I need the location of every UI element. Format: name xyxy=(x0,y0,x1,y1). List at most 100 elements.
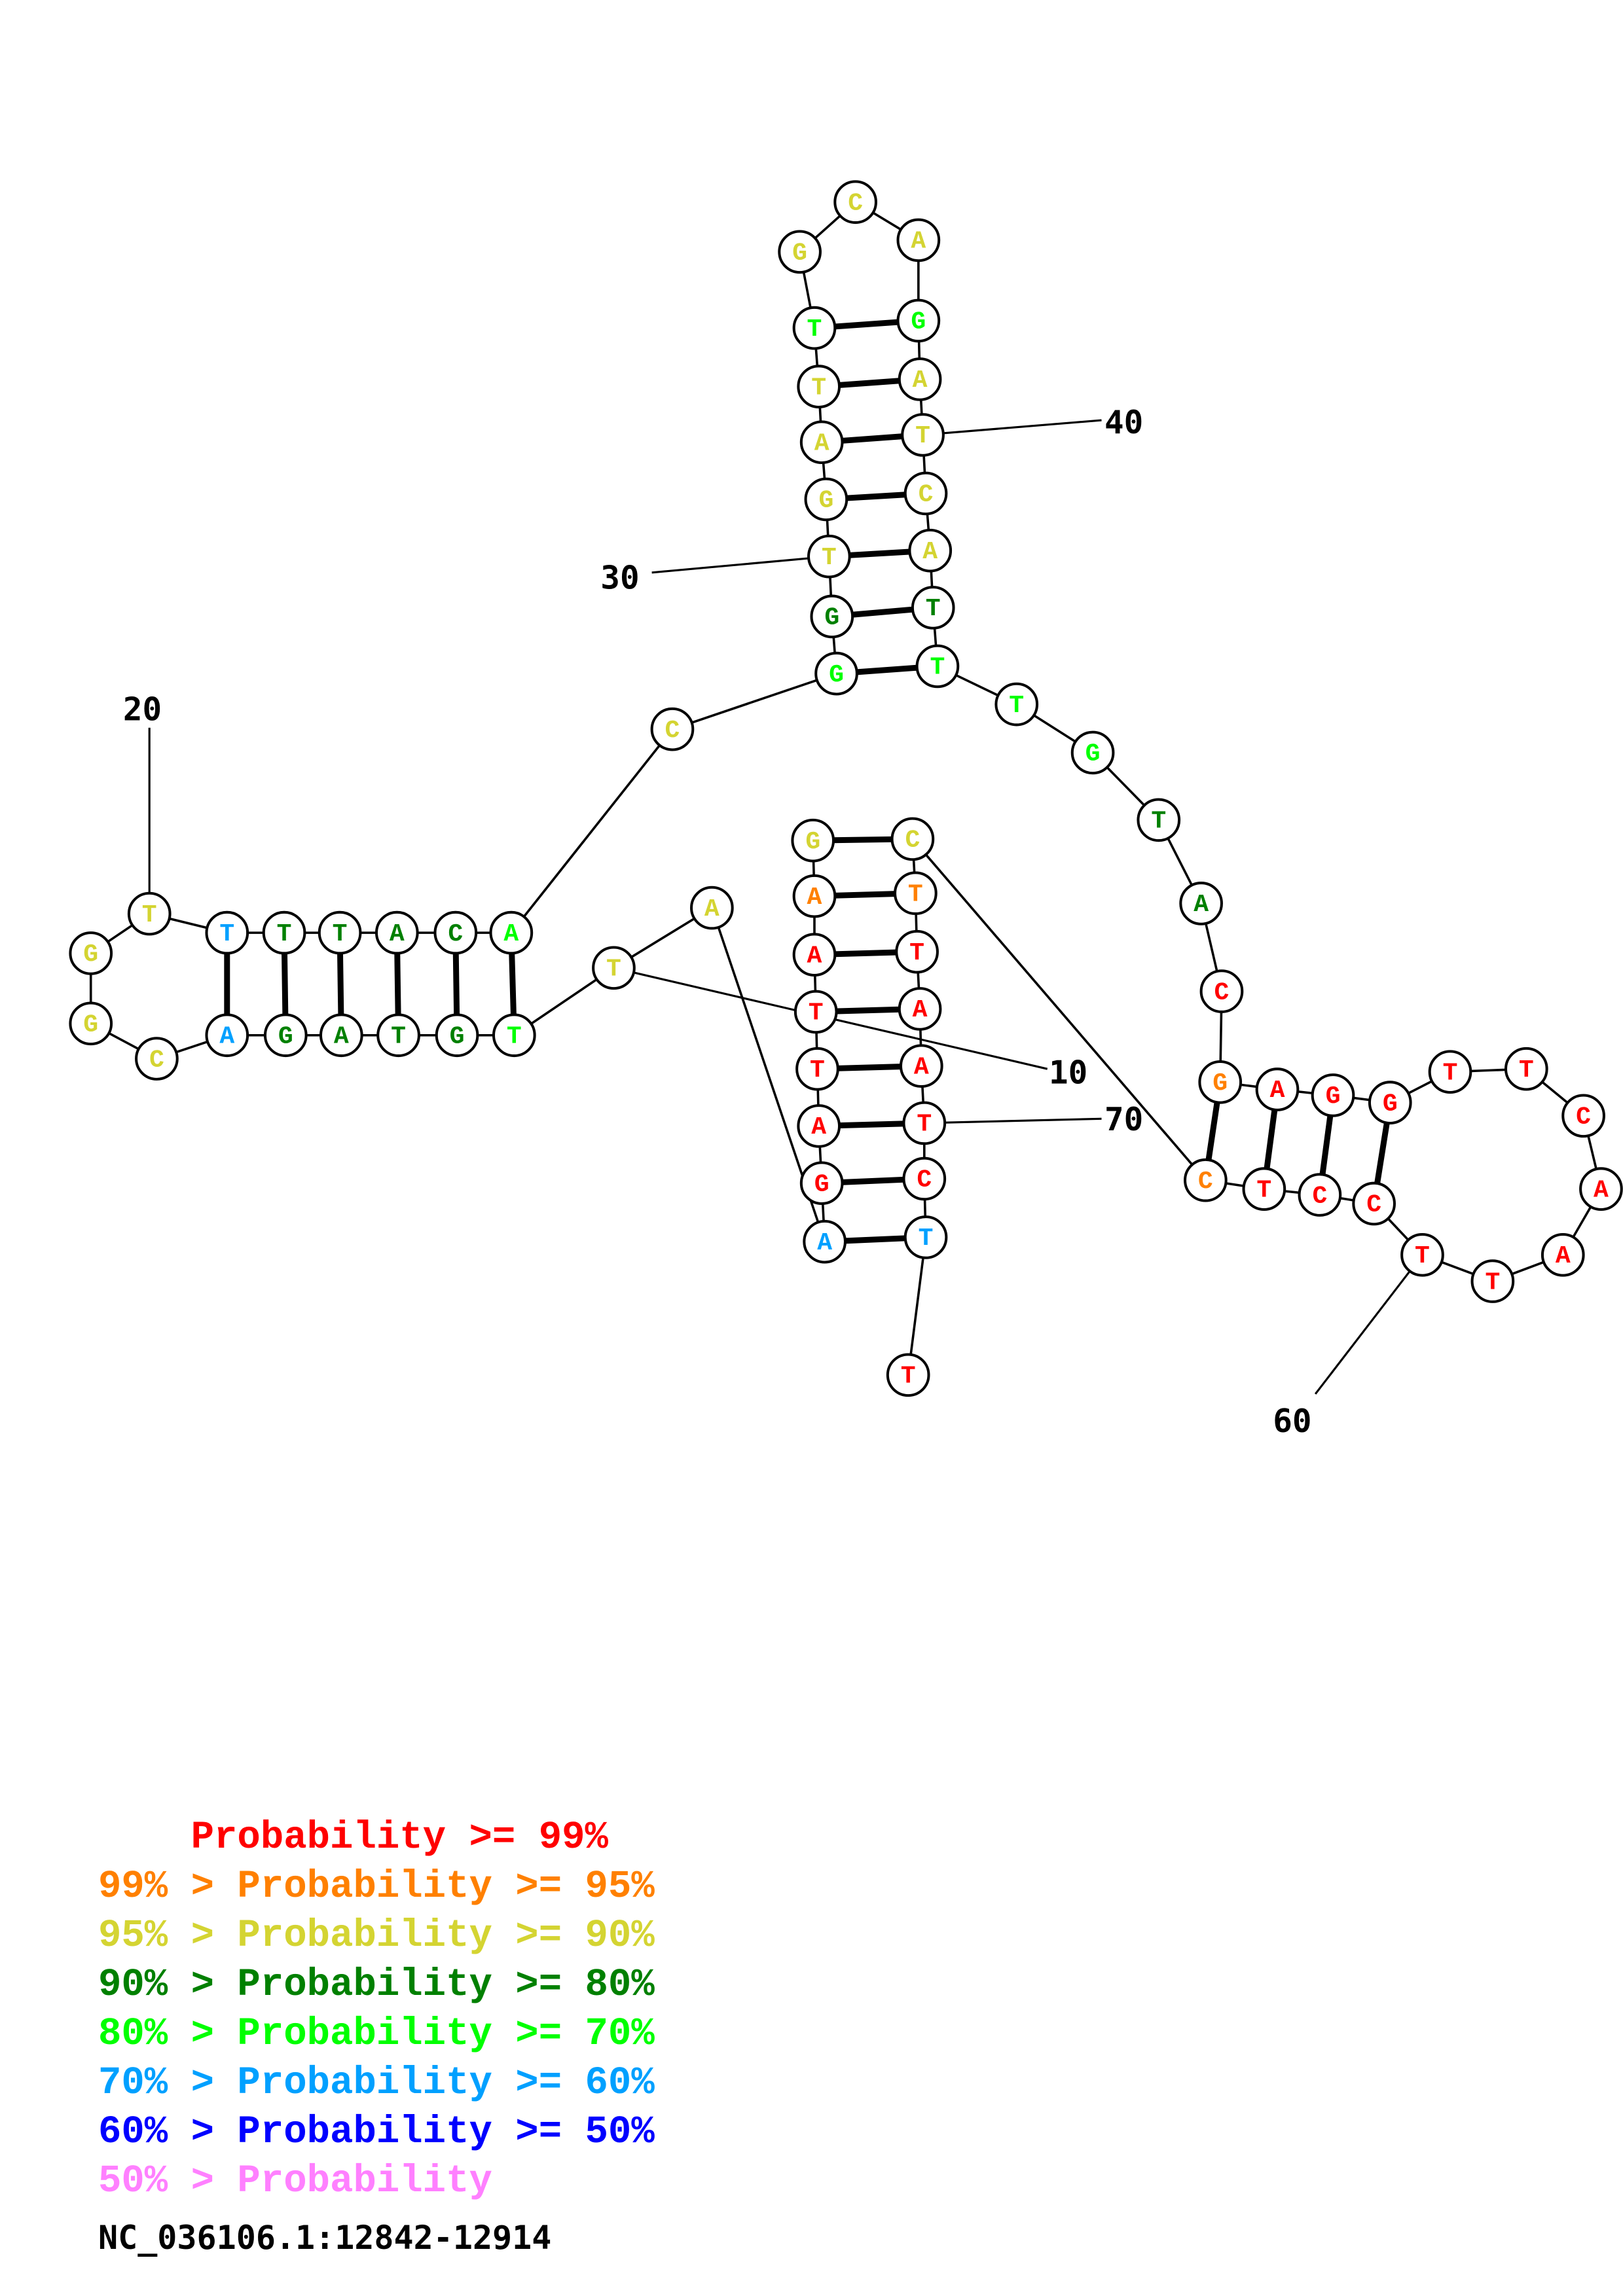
nucleotide-base: T xyxy=(915,422,930,450)
nucleotide-base: T xyxy=(333,920,348,948)
nucleotide: A xyxy=(489,910,534,955)
nucleotide: A xyxy=(205,1013,249,1058)
nucleotide-base: T xyxy=(142,901,157,929)
nucleotide-circle xyxy=(793,990,838,1034)
nucleotide-base: G xyxy=(818,487,833,515)
nucleotide: G xyxy=(896,298,941,343)
nucleotide-base: G xyxy=(450,1022,465,1050)
nucleotide: T xyxy=(895,929,939,974)
nucleotide: A xyxy=(690,886,734,930)
nucleotide: G xyxy=(814,651,858,696)
nucleotide: C xyxy=(650,707,695,751)
nucleotide-base: A xyxy=(814,429,830,457)
nucleotide: G xyxy=(69,1001,113,1046)
nucleotide-circle xyxy=(1368,1081,1412,1124)
nucleotide-circle xyxy=(901,413,945,457)
nucleotide-circle xyxy=(1184,1158,1228,1202)
nucleotide-base: G xyxy=(1085,740,1101,768)
nucleotide-circle xyxy=(205,1013,249,1058)
nucleotide-circle xyxy=(810,594,854,639)
nucleotide-base: A xyxy=(807,884,822,912)
nucleotide-base: C xyxy=(1366,1191,1381,1219)
nucleotide-base: G xyxy=(829,661,844,689)
nucleotide: C xyxy=(433,910,478,955)
nucleotide-base: A xyxy=(913,367,928,395)
nucleotide-base: T xyxy=(1009,692,1024,720)
nucleotide-base: G xyxy=(814,1170,830,1198)
nucleotide: T xyxy=(902,1101,947,1145)
nucleotide-circle xyxy=(1428,1050,1472,1094)
nucleotide: A xyxy=(797,1104,841,1148)
nucleotide: A xyxy=(1579,1167,1623,1211)
nucleotide-circle xyxy=(1242,1167,1286,1211)
nucleotide-circle xyxy=(903,471,948,516)
nucleotide-base: G xyxy=(1383,1090,1398,1118)
nucleotide-circle xyxy=(797,1104,841,1148)
nucleotide: A xyxy=(1255,1067,1300,1111)
nucleotide: T xyxy=(376,1013,420,1058)
nucleotide-circle xyxy=(1199,969,1244,1013)
nucleotide-base: T xyxy=(919,1225,934,1253)
nucleotide-circle xyxy=(902,1157,947,1201)
nucleotide: A xyxy=(896,218,941,262)
nucleotide: A xyxy=(898,987,942,1031)
nucleotide-circle xyxy=(318,910,362,955)
nucleotide-circle xyxy=(205,910,249,955)
nucleotide: G xyxy=(1368,1081,1412,1124)
nucleotide-base: C xyxy=(905,827,920,855)
nucleotide: T xyxy=(894,871,938,916)
nucleotide-circle xyxy=(908,528,953,573)
nucleotide-circle xyxy=(994,682,1039,726)
nucleotide: T xyxy=(901,413,945,457)
nucleotide-circle xyxy=(890,817,935,861)
nucleotide-base: T xyxy=(917,1111,932,1139)
nucleotide: A xyxy=(1541,1232,1585,1277)
nucleotide: C xyxy=(902,1157,947,1201)
sequence-id: NC_036106.1:12842-12914 xyxy=(98,2219,552,2257)
nucleotide: C xyxy=(903,471,948,516)
nucleotide-base: T xyxy=(277,920,292,948)
nucleotide-circle xyxy=(896,298,941,343)
nucleotide-circle xyxy=(650,707,695,751)
nucleotide-circle xyxy=(376,1013,420,1058)
nucleotide: A xyxy=(908,528,953,573)
nucleotide-circle xyxy=(135,1037,179,1081)
nucleotide-circle xyxy=(1137,798,1181,842)
nucleotide-circle xyxy=(814,651,858,696)
legend-entry: 60% > Probability >= 50% xyxy=(98,2110,655,2154)
nucleotide-circle xyxy=(799,420,844,464)
nucleotide-base: G xyxy=(824,604,839,632)
backbone-segment xyxy=(911,838,1207,1181)
nucleotide: T xyxy=(262,910,306,955)
nucleotide: A xyxy=(792,933,837,977)
nucleotide-circle xyxy=(778,230,822,274)
nucleotide-circle xyxy=(262,910,306,955)
nucleotide-base: A xyxy=(503,920,519,948)
nucleotide: A xyxy=(899,1044,943,1088)
nucleotide-circle xyxy=(833,180,877,224)
nucleotide-circle xyxy=(263,1013,308,1058)
nucleotide-circle xyxy=(911,586,955,630)
nucleotide-circle xyxy=(1561,1094,1605,1138)
position-label: 30 xyxy=(600,558,639,596)
nucleotide-base: G xyxy=(83,1011,98,1039)
nucleotide-circle xyxy=(1179,882,1223,925)
nucleotide-base: A xyxy=(1556,1242,1571,1270)
nucleotide: C xyxy=(833,180,877,224)
nucleotide: C xyxy=(135,1037,179,1081)
nucleotide-base: C xyxy=(917,1166,932,1194)
nucleotide-circle xyxy=(792,874,837,918)
nucleotide-base: G xyxy=(278,1022,293,1050)
nucleotide-base: G xyxy=(83,941,98,969)
nucleotide: T xyxy=(1428,1050,1472,1094)
nucleotide-circle xyxy=(1541,1232,1585,1277)
nucleotide-base: T xyxy=(807,315,822,344)
nucleotide: C xyxy=(1561,1094,1605,1138)
nucleotide-circle xyxy=(690,886,734,930)
nucleotide-base: C xyxy=(1576,1103,1591,1132)
nucleotide-base: A xyxy=(811,1113,826,1141)
nucleotide-circle xyxy=(127,891,172,936)
legend-entry: Probability >= 99% xyxy=(98,1816,608,1859)
nucleotide-circle xyxy=(791,818,835,863)
